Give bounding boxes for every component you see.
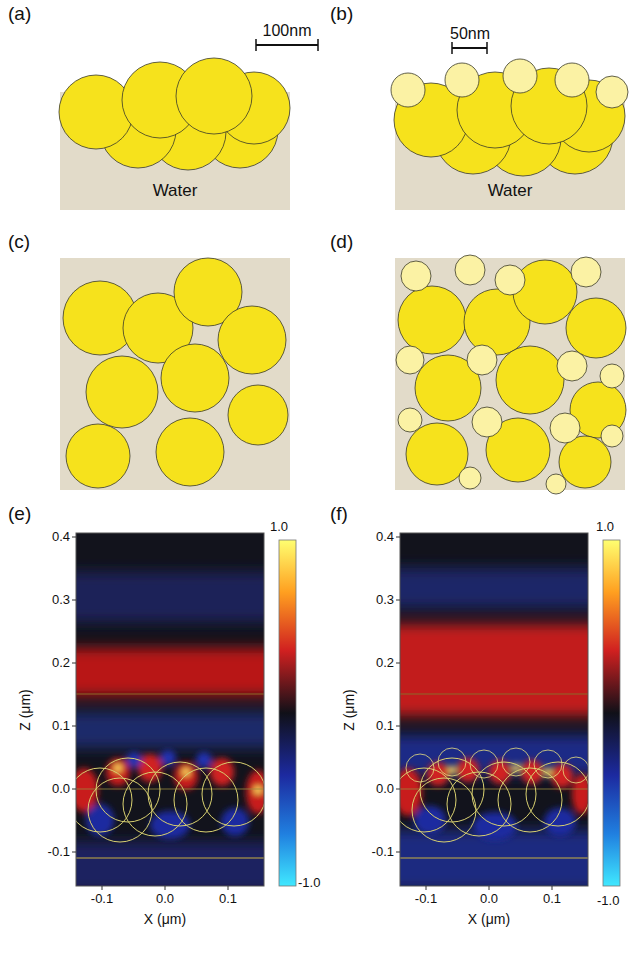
field-map-f xyxy=(384,533,620,890)
scale-label: 50nm xyxy=(450,25,490,43)
tick-label: -0.1 xyxy=(415,892,437,906)
colorbar-label: -1.0 xyxy=(298,876,320,890)
colorbar-label: 1.0 xyxy=(270,520,288,534)
water-region: Water xyxy=(395,172,625,210)
panel-label: (e) xyxy=(8,504,31,525)
tick-label: 0.1 xyxy=(52,719,70,733)
tick-label: 0.4 xyxy=(52,530,70,544)
tick-label: -0.1 xyxy=(372,845,394,859)
panel-a xyxy=(59,39,318,210)
panel-label: (c) xyxy=(8,232,30,253)
panel-label: (b) xyxy=(330,4,353,25)
panel-d xyxy=(395,255,626,494)
tick-label: -0.1 xyxy=(48,845,70,859)
panel-c xyxy=(60,258,290,490)
panel-label: (d) xyxy=(330,232,353,253)
tick-label: 0.1 xyxy=(543,892,561,906)
water-region: Water xyxy=(60,172,290,210)
region-label: Water xyxy=(153,181,198,201)
axis-title: X (μm) xyxy=(468,912,510,927)
tick-label: 0.2 xyxy=(52,656,70,670)
tick-label: 0.4 xyxy=(376,530,394,544)
tick-label: 0.2 xyxy=(376,656,394,670)
colorbar-label: 1.0 xyxy=(596,520,614,534)
tick-label: 0.0 xyxy=(480,892,498,906)
tick-label: 0.3 xyxy=(376,593,394,607)
field-map-e xyxy=(60,533,296,892)
axis-title: X (μm) xyxy=(144,912,186,927)
region-label: Water xyxy=(488,181,533,201)
axis-title: Z (μm) xyxy=(342,689,357,731)
panel-b xyxy=(391,42,628,210)
tick-label: 0.3 xyxy=(52,593,70,607)
panel-label: (f) xyxy=(330,504,348,525)
tick-label: 0.1 xyxy=(219,892,237,906)
axis-title: Z (μm) xyxy=(18,689,33,731)
scale-label: 100nm xyxy=(263,22,312,40)
colorbar-label: -1.0 xyxy=(597,894,619,908)
tick-label: 0.0 xyxy=(156,892,174,906)
tick-label: 0.1 xyxy=(376,719,394,733)
tick-label: -0.1 xyxy=(91,892,113,906)
tick-label: 0.0 xyxy=(52,782,70,796)
panel-label: (a) xyxy=(8,4,31,25)
tick-label: 0.0 xyxy=(376,782,394,796)
